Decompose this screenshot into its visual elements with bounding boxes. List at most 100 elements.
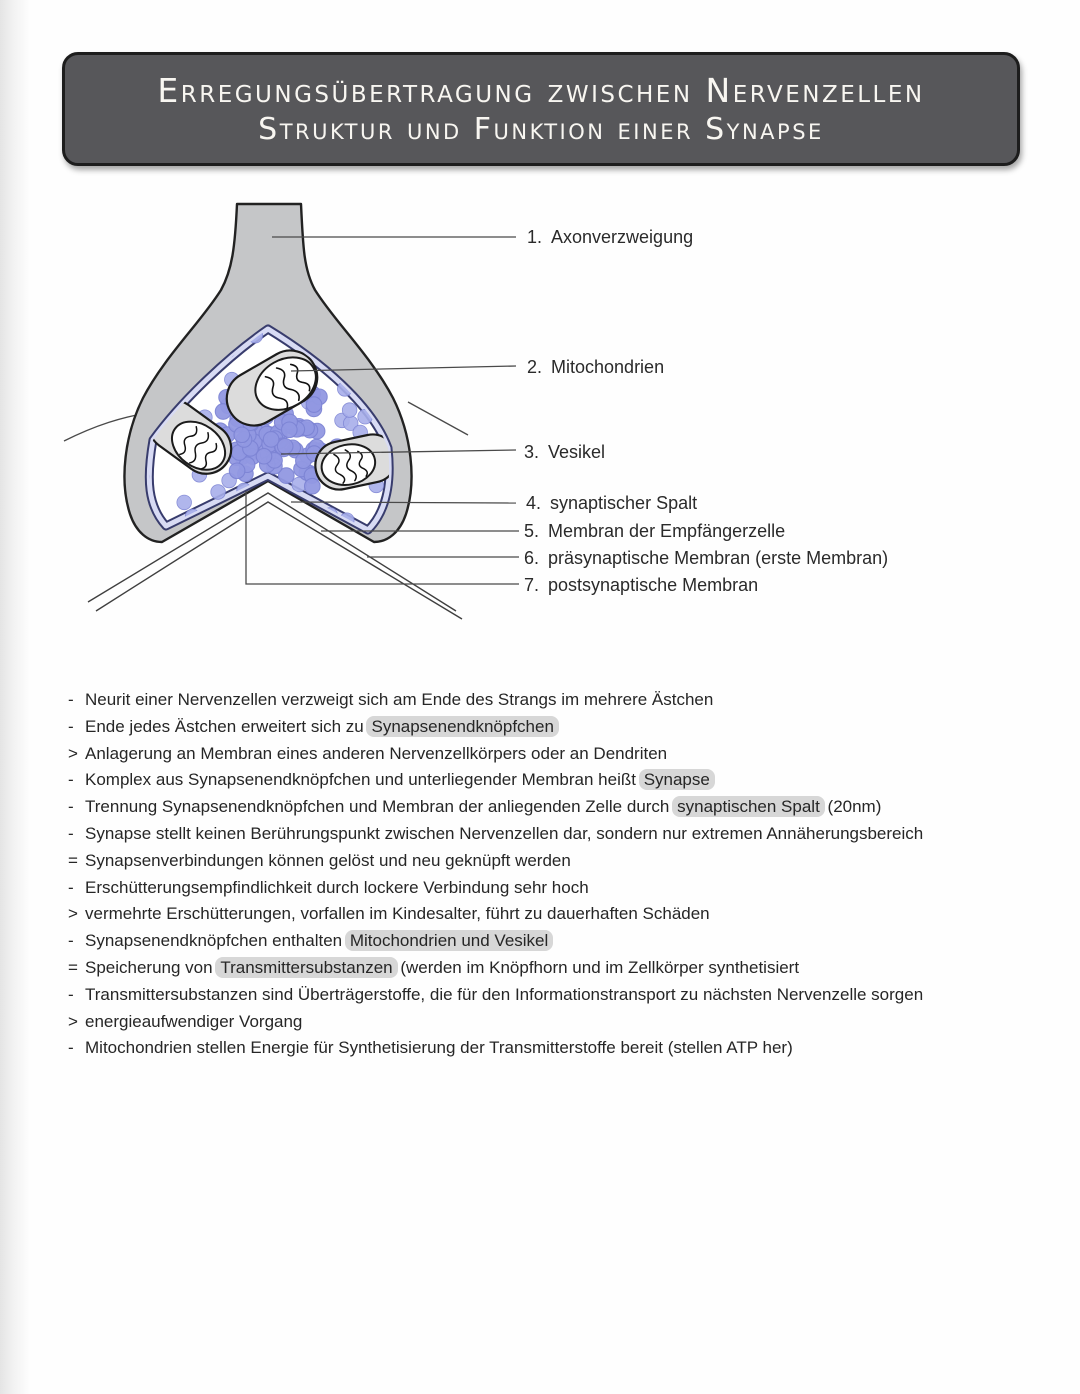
label-number: 7. <box>524 575 540 595</box>
vesicle <box>277 467 295 484</box>
vesicle <box>176 494 192 511</box>
mitochondrion-top <box>225 349 319 427</box>
note-segment: vermehrte Erschütterungen, vorfallen im … <box>85 904 710 924</box>
note-text: Mitochondrien stellen Energie für Synthe… <box>85 1035 793 1062</box>
diagram-label-3: 3. Vesikel <box>524 440 605 464</box>
vesicle <box>87 384 102 399</box>
note-bullet: - <box>68 877 74 897</box>
vesicle <box>149 353 158 369</box>
note-text: Erschütterungsempfindlichkeit durch lock… <box>85 875 589 902</box>
vesicle <box>149 355 151 372</box>
note-line: -Transmittersubstanzen sind Überträgerst… <box>68 982 1068 1009</box>
vesicle <box>423 441 438 456</box>
vesicle <box>341 402 358 418</box>
diagram-label-6: 6. präsynaptische Membran (erste Membran) <box>524 546 888 570</box>
leader-line-3 <box>280 449 517 455</box>
note-segment: Neurit einer Nervenzellen verzweigt sich… <box>85 690 714 709</box>
vesicle <box>262 431 280 448</box>
note-bullet: - <box>68 984 74 1004</box>
label-number: 6. <box>524 548 540 568</box>
highlighted-term: synaptischen Spalt <box>672 796 825 818</box>
label-text: Axonverzweigung <box>551 227 694 247</box>
diagram-label-5: 5. Membran der Empfängerzelle <box>524 519 785 543</box>
note-line: -Ende jedes Ästchen erweitert sich zu Sy… <box>68 714 1068 741</box>
vesicle <box>210 484 226 500</box>
note-text: vermehrte Erschütterungen, vorfallen im … <box>85 901 710 928</box>
note-bullet: > <box>68 743 78 763</box>
note-segment: Synapse stellt keinen Berührungspunkt zw… <box>85 823 924 843</box>
context-line-right <box>407 401 469 436</box>
note-bullet: > <box>68 1011 78 1031</box>
postsynaptic-membrane-lines <box>87 492 463 620</box>
label-text: präsynaptische Membran (erste Membran) <box>548 548 889 568</box>
note-bullet: - <box>68 931 74 951</box>
note-text: Komplex aus Synapsenendknöpfchen und unt… <box>85 767 715 794</box>
note-segment: Synapsenendknöpfchen enthalten <box>85 931 347 951</box>
note-text: Synapse stellt keinen Berührungspunkt zw… <box>85 821 923 848</box>
label-number: 3. <box>524 442 540 462</box>
vesicle <box>276 437 294 455</box>
leader-line-4 <box>290 501 517 504</box>
note-text: Ende jedes Ästchen erweitert sich zu Syn… <box>85 714 559 741</box>
label-text: Vesikel <box>548 442 606 462</box>
label-text: postsynaptische Membran <box>548 575 759 595</box>
vesicle <box>90 443 105 458</box>
mitochondria-group <box>149 349 390 491</box>
label-text: Membran der Empfängerzelle <box>548 521 786 541</box>
vesicle <box>233 426 251 444</box>
note-bullet: = <box>68 957 78 977</box>
notes-list: -Neurit einer Nervenzellen verzweigt sic… <box>68 687 1068 1062</box>
note-segment: Mitochondrien stellen Energie für Synthe… <box>85 1038 793 1058</box>
label-text: Mitochondrien <box>551 357 665 377</box>
vesicle <box>121 364 136 379</box>
note-text: Synapsenverbindungen können gelöst und n… <box>85 848 571 875</box>
note-text: energieaufwendiger Vorgang <box>85 1009 302 1036</box>
note-line: -Neurit einer Nervenzellen verzweigt sic… <box>68 687 1068 714</box>
diagram-label-1: 1. Axonverzweigung <box>527 225 693 249</box>
page-title-line2: Struktur und Funktion einer Synapse <box>258 111 824 147</box>
vesicle <box>228 462 246 480</box>
label-number: 2. <box>527 357 543 377</box>
note-text: Neurit einer Nervenzellen verzweigt sich… <box>85 687 713 714</box>
label-text: synaptischer Spalt <box>550 493 698 513</box>
note-text: Anlagerung an Membran eines anderen Nerv… <box>85 741 667 768</box>
leader-line-7 <box>245 491 519 585</box>
diagram-label-7: 7. postsynaptische Membran <box>524 573 758 597</box>
vesicle <box>264 525 281 530</box>
label-number: 5. <box>524 521 540 541</box>
vesicle <box>303 477 321 495</box>
note-bullet: - <box>68 823 74 843</box>
highlighted-term: Synapsenendknöpfchen <box>366 715 559 737</box>
note-line: -Komplex aus Synapsenendknöpfchen und un… <box>68 767 1068 794</box>
label-number: 4. <box>526 493 542 513</box>
note-line: -Mitochondrien stellen Energie für Synth… <box>68 1035 1068 1062</box>
note-bullet: - <box>68 770 74 790</box>
note-bullet: - <box>68 797 74 817</box>
note-line: > vermehrte Erschütterungen, vorfallen im… <box>68 901 1068 928</box>
note-bullet: - <box>68 1038 74 1058</box>
note-line: -Synapse stellt keinen Berührungspunkt z… <box>68 821 1068 848</box>
note-segment: energieaufwendiger Vorgang <box>85 1011 303 1031</box>
diagram-label-4: 4. synaptischer Spalt <box>526 491 697 515</box>
label-number: 1. <box>527 227 543 247</box>
note-text: Speicherung von Transmittersubstanzen (w… <box>85 955 799 982</box>
note-segment: (20nm) <box>822 797 882 817</box>
note-text: Transmittersubstanzen sind Überträgersto… <box>85 982 923 1009</box>
diagram-label-2: 2. Mitochondrien <box>527 355 664 379</box>
note-text: Synapsenendknöpfchen enthalten Mitochond… <box>85 928 554 955</box>
mitochondrion-right <box>314 433 390 491</box>
note-text: Trennung Synapsenendknöpfchen und Membra… <box>85 794 881 821</box>
note-segment: Transmittersubstanzen sind Überträgersto… <box>85 984 924 1004</box>
note-segment: Trennung Synapsenendknöpfchen und Membra… <box>85 797 675 817</box>
vesicle <box>280 421 298 439</box>
leader-lines <box>245 236 519 585</box>
note-bullet: > <box>68 904 78 924</box>
synapse-diagram <box>63 202 519 620</box>
note-segment: (werden im Knöpfhorn und im Zellkörper s… <box>395 957 800 977</box>
title-banner: Erregungsübertragung zwischen Nervenzell… <box>62 52 1020 166</box>
note-segment: Anlagerung an Membran eines anderen Nerv… <box>85 743 668 763</box>
note-bullet: - <box>68 690 74 709</box>
note-line: -Trennung Synapsenendknöpfchen und Membr… <box>68 794 1068 821</box>
page-title-line1: Erregungsübertragung zwischen Nervenzell… <box>157 70 925 110</box>
